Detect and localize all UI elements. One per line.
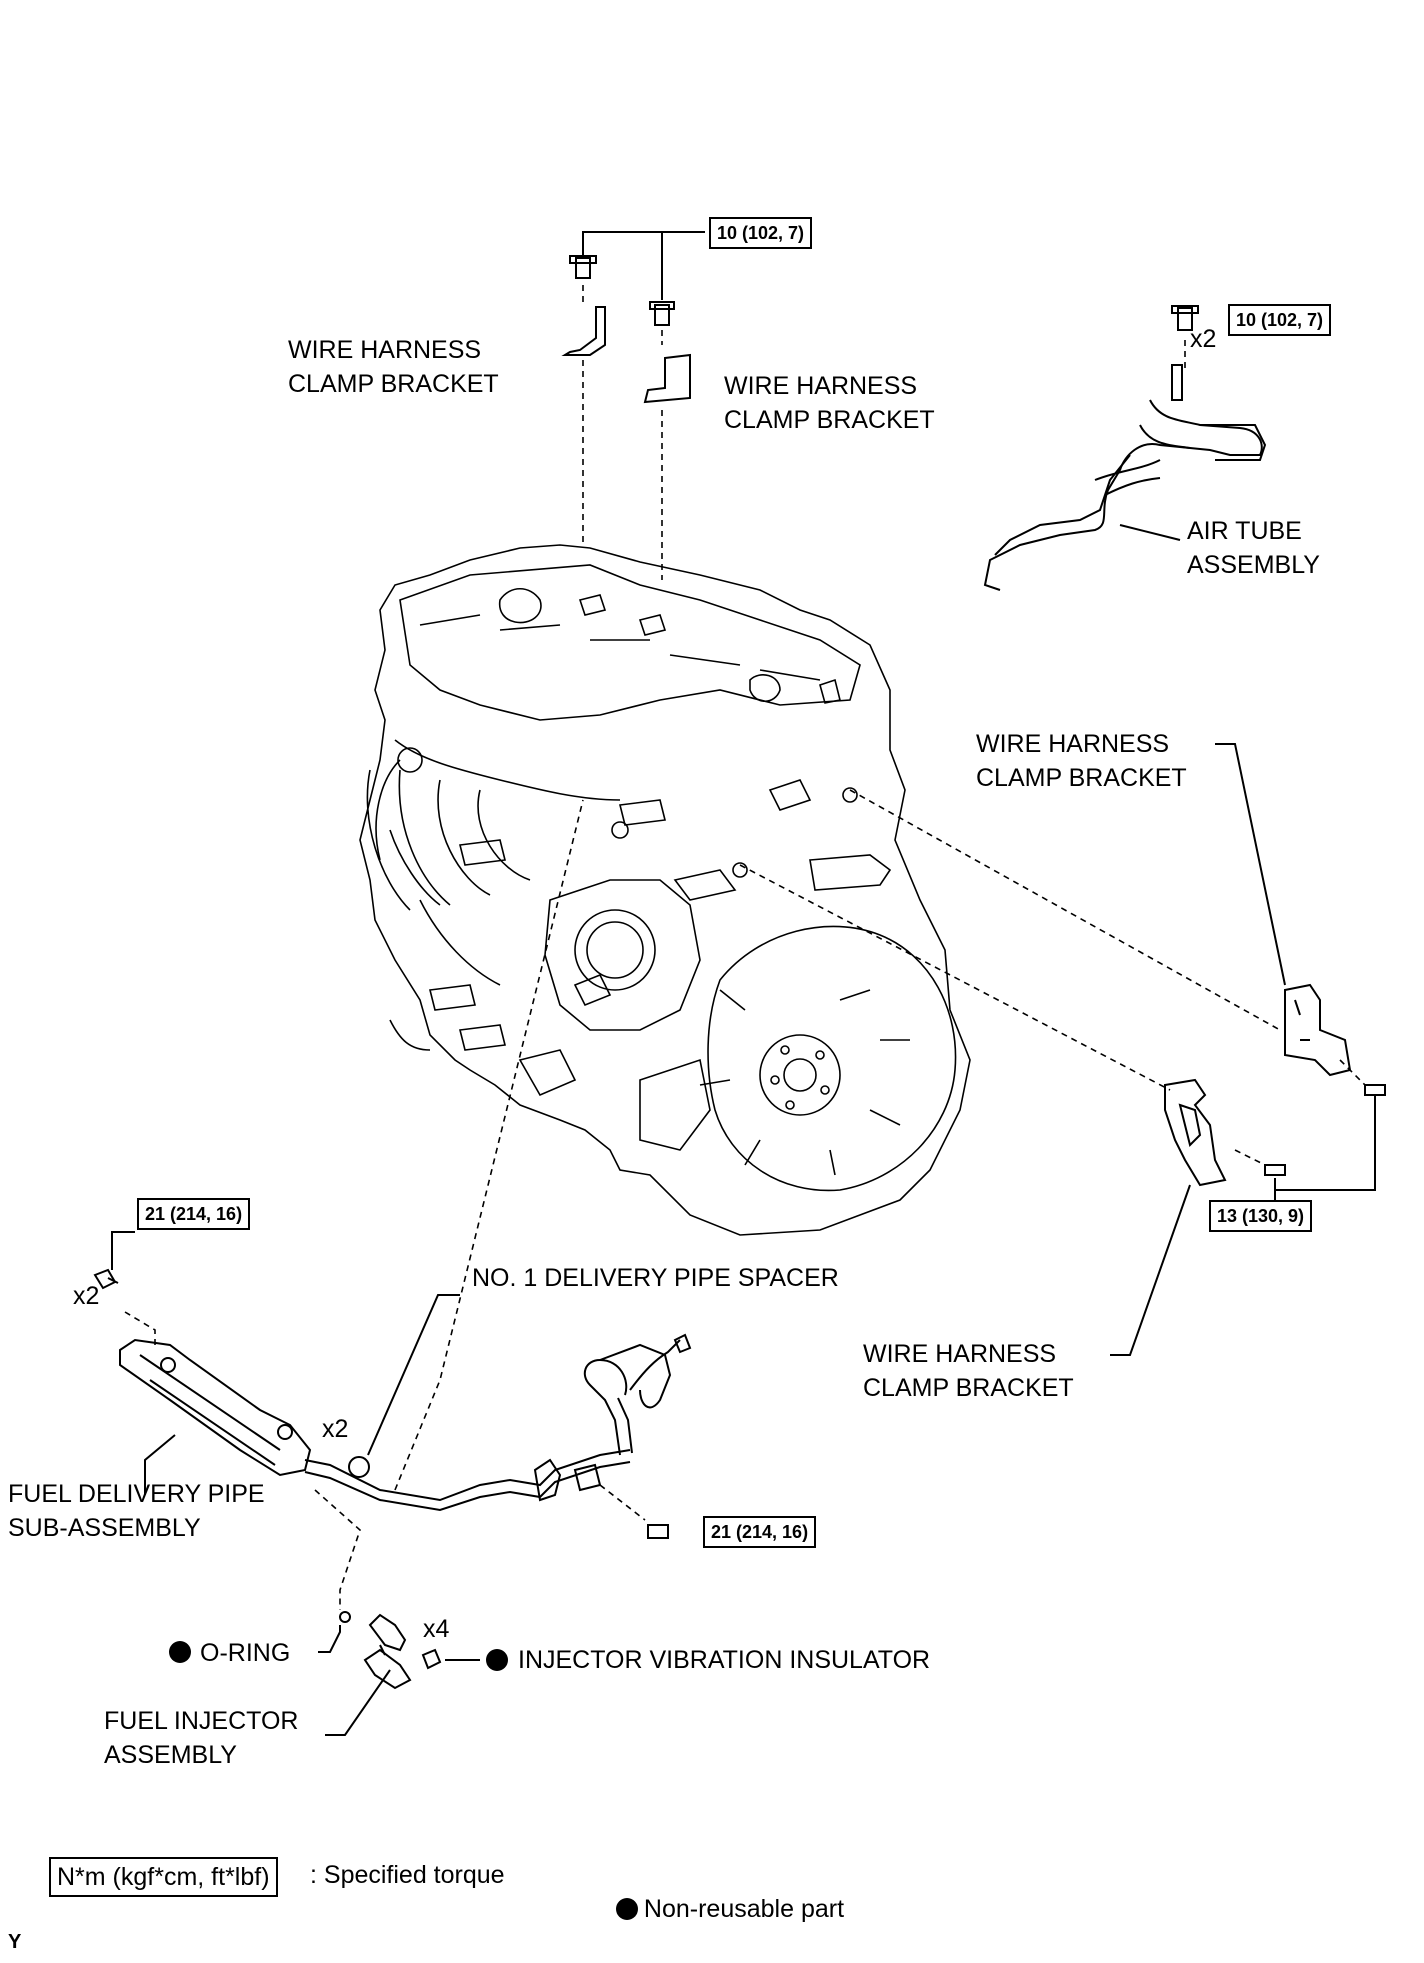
nonreusable-dot-insulator	[486, 1649, 508, 1671]
air-tube-assembly-drawing	[983, 305, 1267, 591]
nonreusable-dots	[169, 1641, 508, 1671]
label-air-tube-assembly: AIR TUBE ASSEMBLY	[1187, 517, 1320, 579]
label-wire-harness-right-upper: WIRE HARNESS CLAMP BRACKET	[976, 730, 1187, 792]
torque-box-delivery-pipe: 21 (214, 16)	[137, 1198, 251, 1230]
count-spacer: x2	[322, 1415, 349, 1443]
count-delivery-pipe-bolts: x2	[73, 1282, 100, 1310]
legend-nonreusable: Non-reusable part	[602, 1858, 844, 1926]
label-wire-harness-top-left: WIRE HARNESS CLAMP BRACKET	[288, 336, 499, 398]
label-wire-harness-top-right: WIRE HARNESS CLAMP BRACKET	[724, 372, 935, 434]
right-bracket-lower-drawing	[1164, 1078, 1286, 1187]
engine-block-drawing	[359, 544, 971, 1236]
torque-box-top: 10 (102, 7)	[709, 217, 813, 249]
torque-box-air-tube: 10 (102, 7)	[1228, 304, 1332, 336]
label-o-ring: O-RING	[200, 1639, 291, 1667]
right-bracket-upper-drawing	[1284, 983, 1386, 1096]
label-fuel-injector: FUEL INJECTOR ASSEMBLY	[104, 1707, 299, 1769]
label-delivery-pipe-spacer: NO. 1 DELIVERY PIPE SPACER	[472, 1264, 839, 1292]
legend-torque-unit-box: N*m (kgf*cm, ft*lbf)	[49, 1857, 278, 1897]
top-bracket-right-drawing	[643, 301, 691, 404]
legend-nonreusable-text: Non-reusable part	[643, 1895, 845, 1923]
torque-box-fuel-line: 21 (214, 16)	[703, 1516, 817, 1548]
count-air-tube: x2	[1190, 325, 1217, 353]
label-wire-harness-right-lower: WIRE HARNESS CLAMP BRACKET	[863, 1340, 1074, 1402]
legend-nonreusable-dot	[615, 1898, 638, 1920]
label-injector-insulator: INJECTOR VIBRATION INSULATOR	[518, 1646, 931, 1674]
footer-code: Y	[8, 1931, 22, 1953]
fuel-delivery-pipe-drawing	[119, 1333, 692, 1539]
count-insulator: x4	[423, 1615, 450, 1643]
top-bracket-left-drawing	[561, 255, 606, 356]
fuel-injector-drawing	[339, 1611, 442, 1690]
legend-torque-text: : Specified torque	[310, 1861, 505, 1889]
nonreusable-dot-oring	[169, 1641, 191, 1663]
torque-box-side-brackets: 13 (130, 9)	[1209, 1200, 1313, 1232]
label-fuel-delivery-pipe: FUEL DELIVERY PIPE SUB-ASSEMBLY	[8, 1480, 265, 1542]
